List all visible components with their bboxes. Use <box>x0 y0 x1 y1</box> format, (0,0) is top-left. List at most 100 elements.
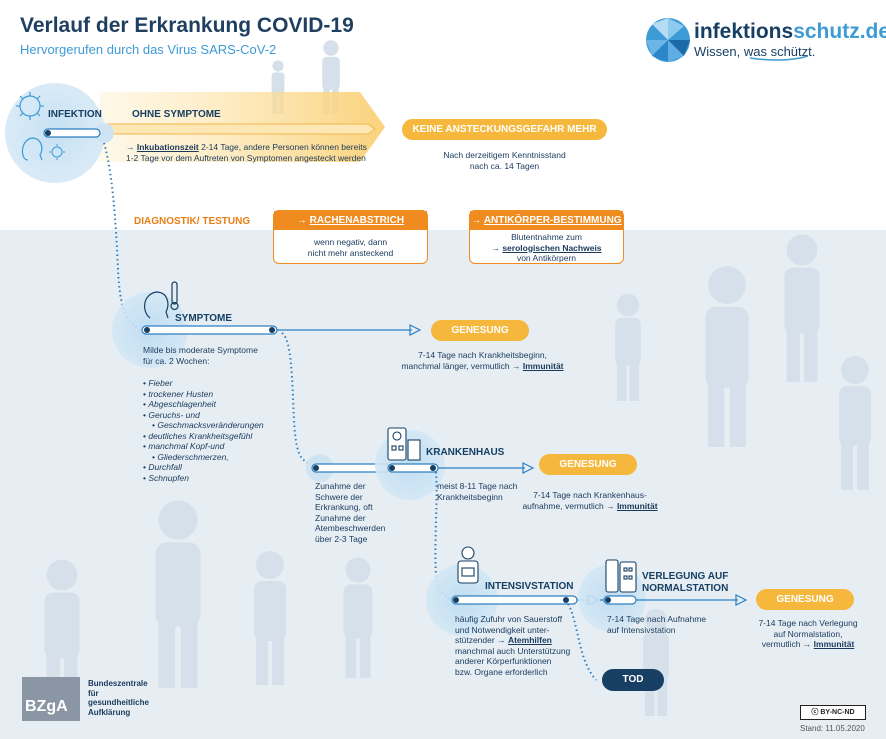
antibody-text-1: Blutentnahme zum <box>511 232 582 242</box>
list-item: deutliches Krankheitsgefühl <box>143 431 303 442</box>
license-badge[interactable]: ⓒ BY-NC-ND <box>800 705 866 720</box>
bzga-name: Bundeszentrale für gesundheitliche Aufkl… <box>88 679 158 717</box>
swab-text-1: wenn negativ, dann <box>313 237 388 247</box>
list-item: manchmal Kopf-und <box>143 441 303 452</box>
logo-main: infektions <box>694 20 794 43</box>
infection-bar-dot <box>45 130 51 136</box>
symptoms-recovery-text-1: 7-14 Tage nach Krankheitsbeginn, <box>418 350 547 360</box>
bzga-name-line: für <box>88 688 99 698</box>
worsening-line: Schwere der <box>315 491 363 502</box>
no-symptoms-arrow <box>99 123 376 135</box>
immunity-link[interactable]: Immunität <box>616 500 658 511</box>
icu-patient-icon <box>457 546 479 584</box>
no-risk-text-1: Nach derzeitigem Kenntnisstand <box>443 150 566 160</box>
hospital-label: KRANKENHAUS <box>426 447 505 458</box>
infection-bubble-small <box>94 123 114 143</box>
normal-ward-arrow-head <box>735 594 748 606</box>
normal-ward-label-2: NORMALSTATION <box>642 583 729 594</box>
symptoms-recovery-text: 7-14 Tage nach Krankheitsbeginn,manchmal… <box>401 350 564 371</box>
antibody-title[interactable]: → ANTIKÖRPER-BESTIMMUNG <box>470 211 623 230</box>
dotted-path-symptoms-hospital <box>281 332 316 466</box>
icu-bar-dot-start <box>453 597 459 603</box>
person-silhouette <box>784 234 820 382</box>
small-virus-icon <box>49 144 65 160</box>
incubation-link[interactable]: Inkubationszeit <box>136 142 199 152</box>
diagnostics-label: DIAGNOSTIK/ TESTUNG <box>134 216 251 227</box>
icu-label: INTENSIVSTATION <box>485 581 574 592</box>
death-pill: TOD <box>602 669 664 691</box>
icu-bar-dot-end <box>563 597 569 603</box>
incubation-text-2: 1-2 Tage vor dem Auftreten von Symptomen… <box>126 152 366 163</box>
thermometer-head-icon <box>144 281 179 319</box>
list-item: Gliederschmerzen, <box>143 452 303 463</box>
symptoms-bar-dot-end <box>269 327 275 333</box>
logo-underline <box>749 55 809 61</box>
swab-title[interactable]: → RACHENABSTRICH <box>274 211 427 230</box>
antibody-text: Blutentnahme zum→ serologischen Nachweis… <box>491 232 602 263</box>
symptoms-intro-2: für ca. 2 Wochen: <box>143 355 210 366</box>
infection-bar <box>43 128 101 138</box>
immunity-link[interactable]: Immunität <box>522 360 564 371</box>
no-risk-pill: KEINE ANSTECKUNGSGEFAHR MEHR <box>402 119 607 140</box>
symptoms-arrow-head <box>409 324 422 336</box>
umbrella-logo-icon <box>646 18 690 62</box>
normal-ward-bar <box>603 595 637 605</box>
normal-ward-recovery-text-3: vermutlich <box>761 639 801 649</box>
dotted-path-icu-death <box>567 603 597 681</box>
hospital-recovery-text-2: aufnahme, vermutlich <box>522 500 604 511</box>
logo-wordmark[interactable]: infektionsschutz.de <box>694 20 886 44</box>
icu-text-1: häufig Zufuhr von Sauerstoff <box>455 614 563 624</box>
bzga-name-line: Bundeszentrale <box>88 679 148 688</box>
worsening-text: Zunahme der Schwere der Erkrankung, oft … <box>315 481 405 544</box>
icu-text-2: und Notwendigkeit unter- <box>455 624 550 635</box>
antibody-link[interactable]: serologischen Nachweis <box>502 242 602 253</box>
normal-ward-recovery-pill: GENESUNG <box>756 589 854 610</box>
normal-ward-recovery-text-2: auf Normalstation, <box>773 628 843 639</box>
symptoms-bar <box>141 325 278 335</box>
normal-ward-text-1: 7-14 Tage nach Aufnahme <box>607 614 707 624</box>
worsening-line: Atembeschwerden <box>315 523 386 533</box>
breathing-aid-link[interactable]: Atemhilfen <box>507 635 552 645</box>
incubation-text: → Inkubationszeit 2-14 Tage, andere Pers… <box>126 142 367 163</box>
worsening-line: über 2-3 Tage <box>315 533 368 544</box>
person-silhouette <box>254 551 286 685</box>
hospital-bar-dot-end <box>430 465 436 471</box>
normal-ward-bar-dot <box>605 597 611 603</box>
bzga-logo[interactable]: BZgA <box>22 677 80 721</box>
swab-text-2: nicht mehr ansteckend <box>307 247 394 258</box>
person-silhouette <box>705 266 749 447</box>
icu-text-6: bzw. Organe erforderlich <box>455 666 548 677</box>
dotted-path-infection-symptoms <box>103 142 141 331</box>
immunity-link[interactable]: Immunität <box>813 639 855 649</box>
hospital-recovery-text: 7-14 Tage nach Krankenhaus-aufnahme, ver… <box>522 490 658 511</box>
logo-tagline: Wissen, was schützt. <box>694 44 816 59</box>
license-text: BY-NC-ND <box>820 709 855 716</box>
person-silhouette <box>615 293 641 401</box>
hospital-arrow-head <box>522 462 535 474</box>
list-item: Geruchs- und <box>143 410 303 421</box>
hospital-text-2: Krankheitsbeginn <box>437 491 503 502</box>
icu-bar <box>451 595 578 605</box>
dotted-path-hospital-icu <box>434 471 459 601</box>
logo-accent: schutz.de <box>793 20 886 43</box>
head-profile-icon <box>21 137 43 161</box>
hospital-building-icon <box>387 427 421 461</box>
stand-date: Stand: 11.05.2020 <box>800 724 865 733</box>
person-silhouette <box>643 608 669 716</box>
worsening-bar-dot <box>313 465 319 471</box>
hospital-text-1: meist 8-11 Tage nach <box>437 481 518 491</box>
normal-ward-text-2: auf Intensivstation <box>607 624 676 635</box>
list-item: Durchfall <box>143 462 303 473</box>
antibody-text-2: von Antikörpern <box>516 253 577 263</box>
worsening-line: Zunahme der <box>315 481 366 491</box>
normal-ward-recovery-text-1: 7-14 Tage nach Verlegung <box>758 618 858 628</box>
list-item: trockener Husten <box>143 389 303 400</box>
symptoms-bar-dot-start <box>144 327 150 333</box>
worsening-line: Erkrankung, oft <box>315 502 373 512</box>
